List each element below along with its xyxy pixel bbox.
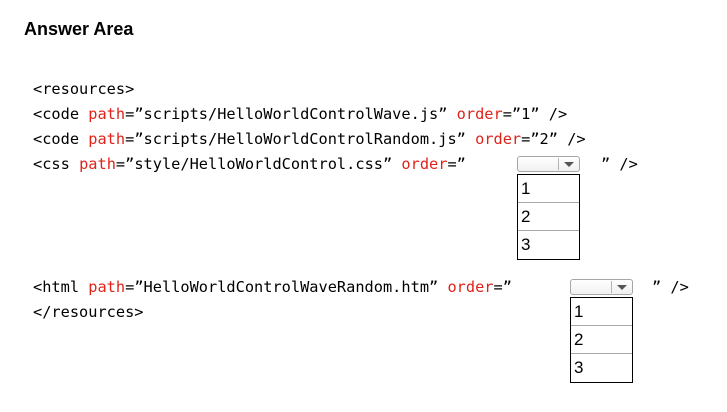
code-line-html-tail: ” />: [652, 278, 689, 296]
attr-path: path: [79, 155, 116, 173]
path-value: =”scripts/HelloWorldControlRandom.js”: [125, 130, 476, 148]
option-2[interactable]: 2: [571, 326, 632, 354]
html-order-options: 1 2 3: [570, 297, 633, 383]
order-value-open: =”: [493, 278, 512, 296]
attr-order: order: [456, 105, 503, 123]
code-line-resources-open: <resources>: [33, 80, 135, 98]
tag-open: <css: [33, 155, 80, 173]
attr-path: path: [88, 130, 126, 148]
code-line-code-wave: <code path=”scripts/HelloWorldControlWav…: [33, 105, 567, 123]
tag-open: <html: [33, 278, 89, 296]
code-line-code-random: <code path=”scripts/HelloWorldControlRan…: [33, 130, 586, 148]
dropdown-separator: [558, 158, 559, 170]
attr-order: order: [475, 130, 522, 148]
attr-order: order: [401, 155, 448, 173]
tag-open: <code: [33, 105, 89, 123]
option-1[interactable]: 1: [518, 175, 579, 203]
css-order-dropdown[interactable]: [517, 156, 580, 172]
chevron-down-icon: [564, 162, 574, 167]
code-line-html: <html path=”HelloWorldControlWaveRandom.…: [33, 278, 512, 296]
html-order-dropdown[interactable]: [570, 279, 633, 295]
attr-path: path: [88, 105, 126, 123]
option-3[interactable]: 3: [521, 235, 531, 254]
option-2[interactable]: 2: [518, 203, 579, 231]
tag-open: <code: [33, 130, 89, 148]
chevron-down-icon: [617, 285, 627, 290]
attr-order: order: [447, 278, 494, 296]
code-line-css-tail: ” />: [601, 155, 638, 173]
path-value: =”HelloWorldControlWaveRandom.htm”: [125, 278, 448, 296]
css-order-options: 1 2 3: [517, 174, 580, 260]
dropdown-separator: [611, 281, 612, 293]
code-line-resources-close: </resources>: [33, 303, 144, 321]
order-value: =”1” />: [502, 105, 568, 123]
option-3[interactable]: 3: [574, 358, 584, 377]
code-line-css: <css path=”style/HelloWorldControl.css” …: [33, 155, 466, 173]
answer-area-title: Answer Area: [24, 19, 134, 39]
path-value: =”style/HelloWorldControl.css”: [115, 155, 402, 173]
order-value: =”2” />: [521, 130, 586, 148]
order-value-open: =”: [447, 155, 466, 173]
option-1[interactable]: 1: [571, 298, 632, 326]
path-value: =”scripts/HelloWorldControlWave.js”: [125, 105, 457, 123]
attr-path: path: [88, 278, 126, 296]
